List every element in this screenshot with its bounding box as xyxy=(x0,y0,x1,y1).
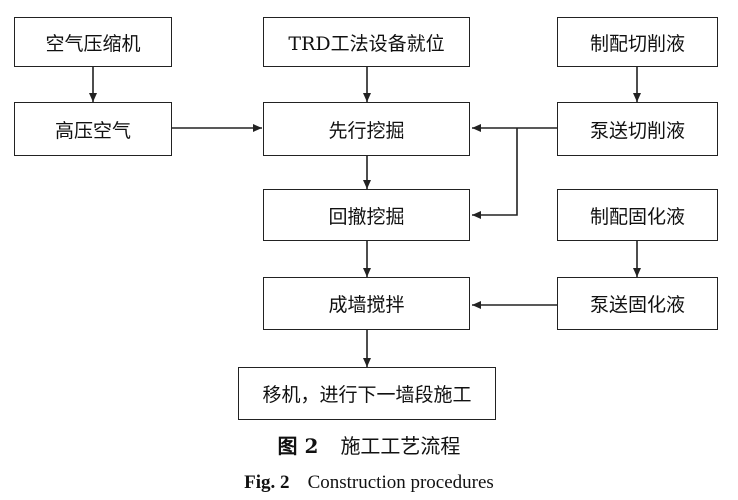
node-pump-cutting-fluid: 泵送切削液 xyxy=(557,102,718,156)
node-pre-excavation: 先行挖掘 xyxy=(263,102,470,156)
node-wall-mixing: 成墙搅拌 xyxy=(263,277,470,330)
node-retreat-excavation: 回撤挖掘 xyxy=(263,189,470,241)
node-prepare-solidifying-fluid: 制配固化液 xyxy=(557,189,718,241)
caption-cn-figure-number: 图 2 xyxy=(277,434,319,458)
arrow-cutting-to-retreat xyxy=(472,128,518,219)
caption-chinese: 图 2 施工工艺流程 xyxy=(0,430,738,459)
node-high-pressure-air: 高压空气 xyxy=(14,102,172,156)
caption-en-figure-number: Fig. 2 xyxy=(244,472,290,493)
node-air-compressor: 空气压缩机 xyxy=(14,17,172,67)
caption-english: Fig. 2 Construction procedures xyxy=(0,472,738,494)
caption-cn-title: 施工工艺流程 xyxy=(340,434,461,458)
caption-en-title: Construction procedures xyxy=(307,472,494,493)
node-pump-solidifying-fluid: 泵送固化液 xyxy=(557,277,718,330)
node-move-next-section: 移机，进行下一墙段施工 xyxy=(238,367,496,420)
node-trd-in-place: TRD工法设备就位 xyxy=(263,17,470,67)
node-prepare-cutting-fluid: 制配切削液 xyxy=(557,17,718,67)
